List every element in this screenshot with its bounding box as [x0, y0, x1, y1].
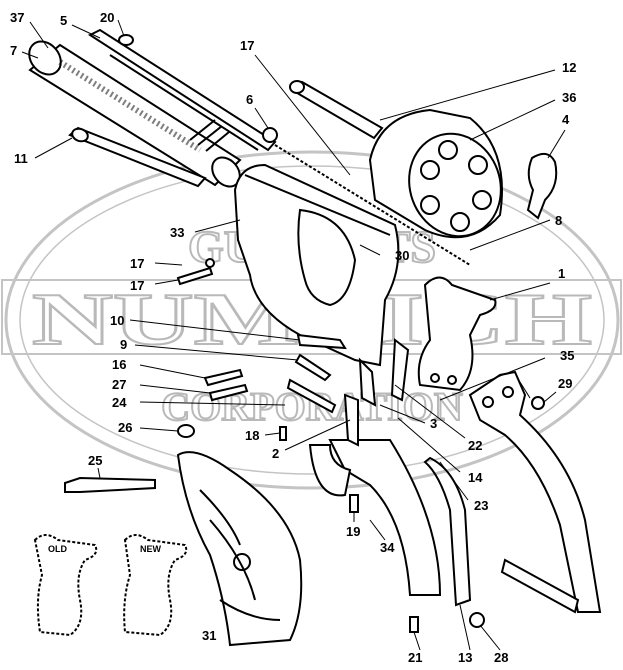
cylinder-pin-part: [289, 80, 384, 140]
trigger-guard-part: [308, 439, 442, 596]
ejector-housing-part: [87, 28, 277, 152]
watermark-outer-ellipse: [4, 150, 620, 490]
barrel-part: [28, 40, 242, 188]
callout-37: 37: [10, 10, 24, 25]
callout-10: 10: [110, 313, 124, 328]
cylinder-part: [368, 108, 503, 239]
callout-11: 11: [14, 151, 28, 166]
ejector-rod-part: [68, 126, 207, 188]
old-label: OLD: [48, 544, 67, 554]
frame-part: [233, 163, 400, 367]
callout-34: 34: [380, 540, 395, 555]
callout-6: 6: [246, 92, 253, 107]
callout-20: 20: [100, 10, 114, 25]
callout-17-low: 17: [130, 278, 144, 293]
callout-18: 18: [245, 428, 259, 443]
callout-9: 9: [120, 337, 127, 352]
leader-lines: [21, 19, 566, 651]
callout-30: 30: [395, 248, 409, 263]
callout-31: 31: [202, 628, 216, 643]
old-new-inset: OLD NEW: [33, 534, 188, 637]
ejector-spring-part: [262, 127, 471, 266]
callout-33: 33: [170, 225, 184, 240]
callouts: 37 7 5 20 17 6 12 36 4 8 11 33 17 17 30 …: [10, 10, 576, 665]
callout-26: 26: [118, 420, 132, 435]
callout-19: 19: [346, 524, 360, 539]
callout-4: 4: [562, 112, 570, 127]
backstrap-part: [468, 370, 602, 614]
hammer-part: [417, 276, 497, 392]
callout-25: 25: [88, 453, 102, 468]
callout-3: 3: [430, 416, 437, 431]
callout-35: 35: [560, 348, 574, 363]
callout-29: 29: [558, 376, 572, 391]
callout-17-top: 17: [240, 38, 254, 53]
callout-5: 5: [60, 13, 67, 28]
callout-36: 36: [562, 90, 576, 105]
callout-2: 2: [272, 446, 279, 461]
callout-13: 13: [458, 650, 472, 665]
screw-20-part: [118, 34, 134, 46]
screw-25-part: [64, 476, 156, 493]
callout-23: 23: [474, 498, 488, 513]
callout-27: 27: [112, 377, 126, 392]
callout-14: 14: [468, 470, 483, 485]
new-label: NEW: [140, 544, 162, 554]
small-screws: [176, 258, 545, 633]
callout-7: 7: [10, 43, 17, 58]
bolt-part-4: [526, 152, 558, 220]
callout-16: 16: [112, 357, 126, 372]
callout-12: 12: [562, 60, 576, 75]
callout-24: 24: [112, 395, 127, 410]
callout-17-mid: 17: [130, 256, 144, 271]
callout-21: 21: [408, 650, 422, 665]
callout-28: 28: [494, 650, 508, 665]
callout-22: 22: [468, 438, 482, 453]
callout-8: 8: [555, 213, 562, 228]
watermark-inner-ellipse: [19, 165, 605, 475]
callout-1: 1: [558, 266, 565, 281]
grip-part: [176, 451, 303, 647]
watermark-bottom-text: CORPORATION: [161, 384, 463, 429]
